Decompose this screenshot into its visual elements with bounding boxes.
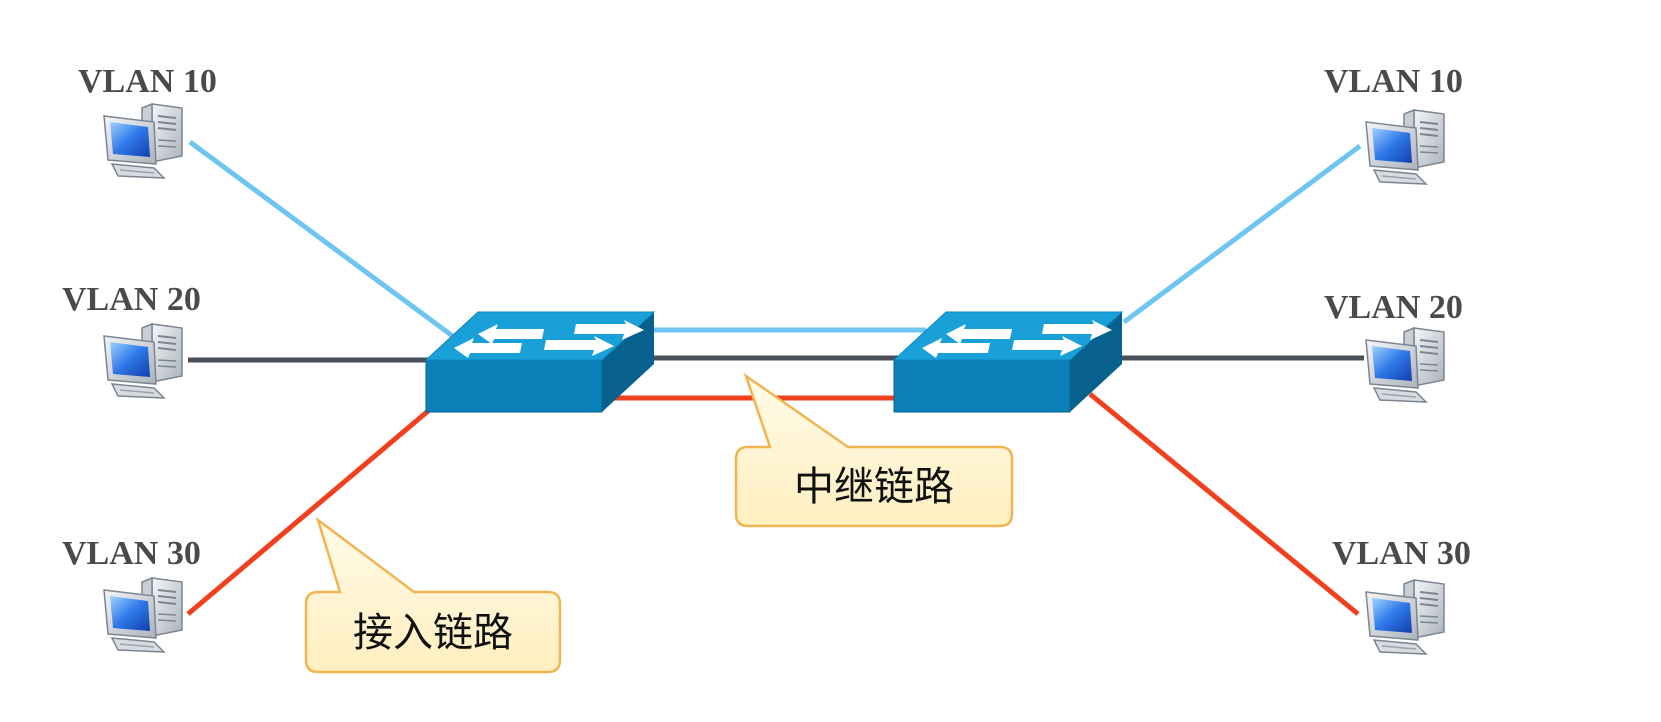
- right-vlan30-access-link: [1088, 392, 1360, 616]
- left-vlan10-label: VLAN 10: [78, 63, 217, 100]
- left-vlan30-label: VLAN 30: [62, 535, 201, 572]
- left-vlan30-access-link: [186, 404, 436, 616]
- right-vlan10-access-link: [1122, 143, 1362, 325]
- left-vlan20-pc-icon: [103, 323, 183, 399]
- right-vlan20-label: VLAN 20: [1324, 289, 1463, 326]
- right-vlan10-label: VLAN 10: [1324, 63, 1463, 100]
- right-vlan30-pc-icon: [1365, 579, 1445, 655]
- trunk-link-callout: 中继链路: [734, 372, 1014, 528]
- right-switch-icon: [893, 311, 1123, 413]
- right-vlan30-label: VLAN 30: [1332, 535, 1471, 572]
- access-link-text: 接入链路: [353, 610, 513, 656]
- trunk-link-text: 中继链路: [794, 464, 954, 510]
- right-vlan10-pc-icon: [1365, 109, 1445, 185]
- left-vlan20-label: VLAN 20: [62, 281, 201, 318]
- left-vlan10-access-link: [188, 139, 460, 343]
- right-vlan20-pc-icon: [1365, 327, 1445, 403]
- access-link-callout: 接入链路: [304, 516, 562, 674]
- left-vlan10-pc-icon: [103, 103, 183, 179]
- left-vlan30-pc-icon: [103, 577, 183, 653]
